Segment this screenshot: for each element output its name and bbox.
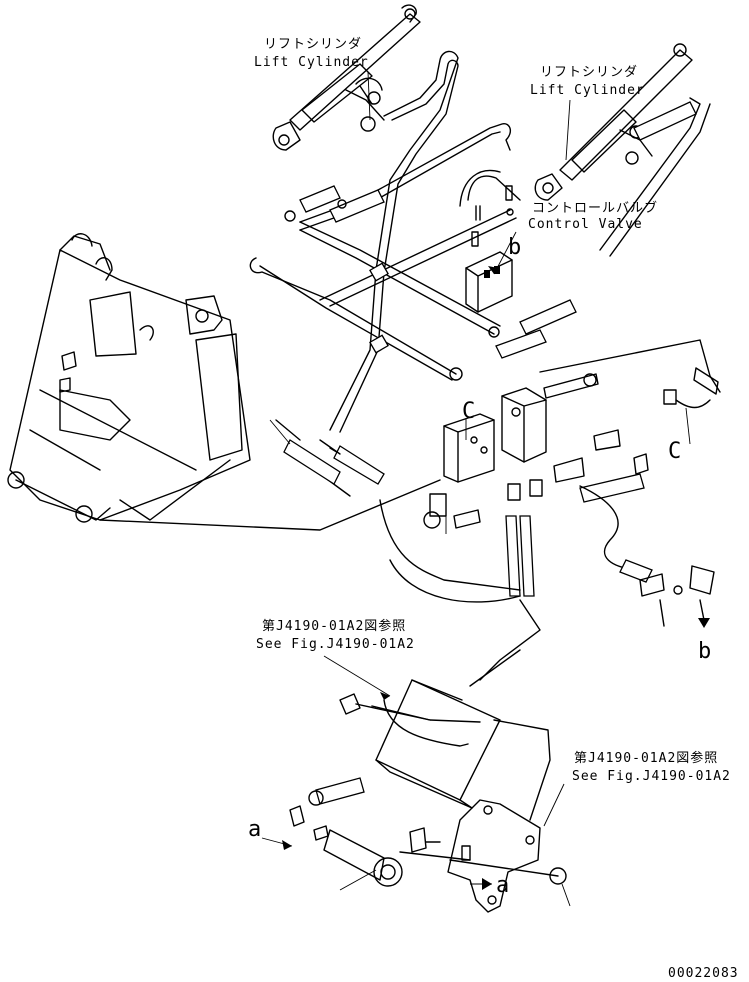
hoses-cylinder	[284, 101, 697, 381]
lift-cylinder-right-en-label: Lift Cylinder	[530, 83, 645, 98]
lift-cylinder-left	[272, 4, 421, 151]
steel-tubes	[249, 50, 711, 433]
text-labels: リフトシリンダ Lift Cylinder リフトシリンダ Lift Cylin…	[248, 37, 739, 981]
ref-c-top-label: C	[462, 399, 475, 424]
lift-cylinder-left-en-label: Lift Cylinder	[254, 55, 369, 70]
ref-b-right-label: b	[698, 639, 711, 664]
control-valve	[465, 185, 514, 313]
leader-lines	[261, 71, 691, 907]
see-fig-2-jp-label: 第J4190-01A2図参照	[574, 750, 718, 766]
ref-b-top-label: b	[508, 235, 521, 260]
lift-cylinder-left-jp-label: リフトシリンダ	[264, 37, 362, 52]
loader-frame	[7, 233, 441, 531]
see-fig-2-en-label: See Fig.J4190-01A2	[572, 769, 731, 784]
control-valve-jp-label: コントロールバルブ	[532, 200, 658, 216]
bottom-brackets	[289, 649, 567, 913]
arrow-marks	[282, 266, 498, 890]
valve-blocks-and-hoses	[275, 339, 721, 681]
lift-cylinder-right-jp-label: リフトシリンダ	[540, 65, 638, 80]
ref-a-bottom-label: a	[496, 873, 509, 898]
see-fig-1-en-label: See Fig.J4190-01A2	[256, 637, 415, 652]
ref-a-left-label: a	[248, 817, 261, 842]
see-fig-1-jp-label: 第J4190-01A2図参照	[262, 618, 406, 634]
ref-c-right-label: C	[668, 439, 681, 464]
control-valve-en-label: Control Valve	[528, 217, 643, 232]
drawing-number: 00022083	[668, 966, 739, 981]
lift-cylinder-right	[534, 43, 693, 201]
